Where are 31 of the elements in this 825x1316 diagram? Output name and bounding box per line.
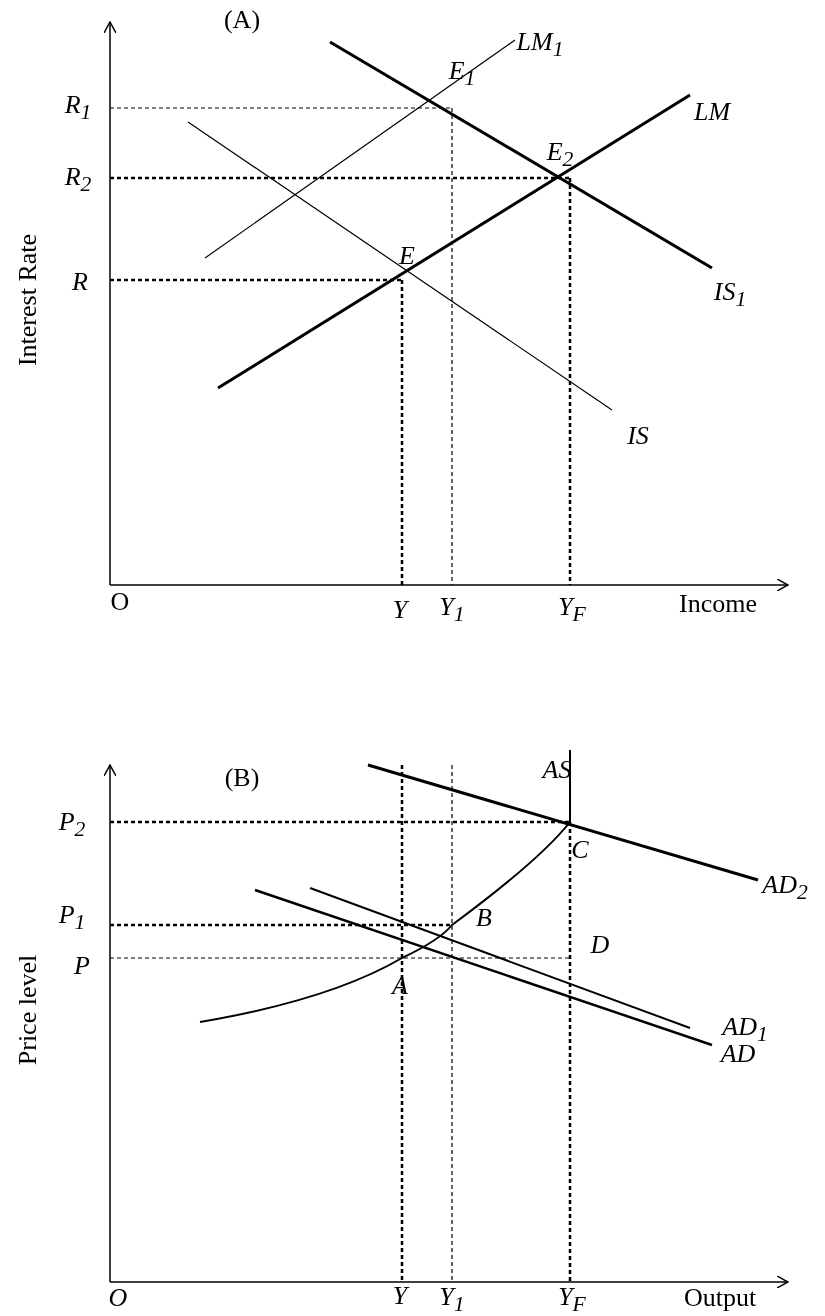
curve-label: LM: [693, 99, 731, 125]
axis-label: Output: [683, 1285, 757, 1311]
curve-label: IS: [627, 423, 649, 449]
axis-label: Interest Rate: [15, 233, 41, 367]
curve-label: IS$_{1}$: [713, 279, 747, 311]
origin-label: O: [108, 1285, 128, 1311]
curve-label: AD$_{2}$: [762, 872, 808, 904]
tick-label: P$_{2}$: [58, 809, 86, 841]
point-label: B: [476, 905, 492, 931]
origin-label: O: [110, 589, 130, 615]
panel-label: (A): [223, 7, 261, 33]
tick-label: Y: [392, 1283, 408, 1309]
tick-label: P$_{1}$: [58, 902, 86, 934]
tick-label: Y$_{1}$: [439, 1284, 465, 1316]
panel-label: (B): [224, 765, 260, 791]
point-label: E: [399, 243, 415, 269]
tick-label: P: [74, 953, 90, 979]
tick-label: R$_{1}$: [64, 92, 92, 124]
tick-label: Y: [392, 597, 408, 623]
tick-label: Y$_{F}$: [558, 594, 586, 626]
point-label: E$_{2}$: [546, 139, 574, 171]
point-label: D: [590, 932, 610, 958]
point-label: E$_{1}$: [448, 58, 476, 90]
tick-label: Y$_{F}$: [558, 1284, 586, 1316]
axis-label: Price level: [15, 954, 41, 1066]
tick-label: Y$_{1}$: [439, 594, 465, 626]
point-label: C: [571, 837, 589, 863]
tick-label: R$_{2}$: [64, 164, 92, 196]
curve-label: LM$_{1}$: [516, 29, 564, 61]
tick-label: R: [72, 269, 88, 295]
axis-label: Income: [679, 591, 757, 617]
